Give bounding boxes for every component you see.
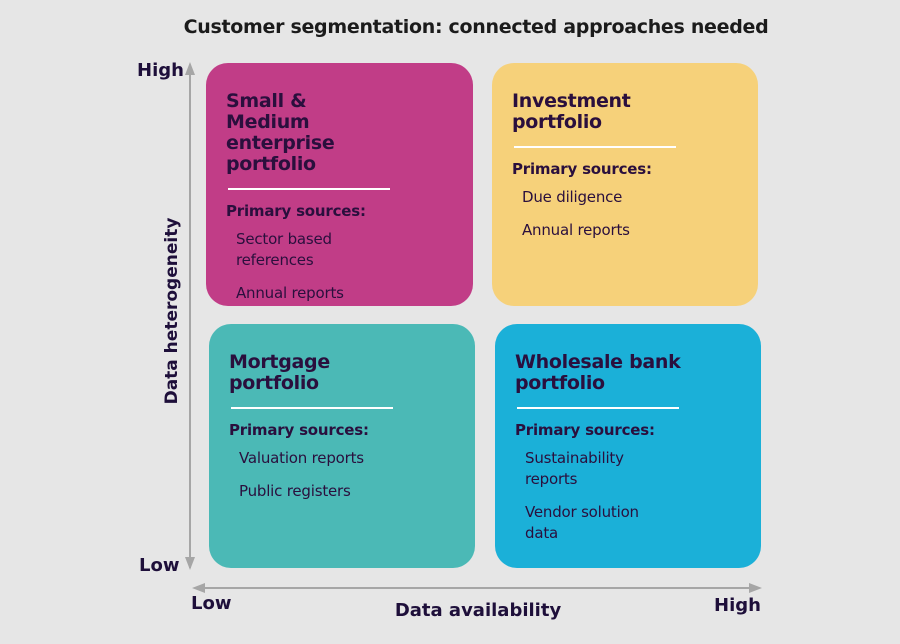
diagram-title: Customer segmentation: connected approac… <box>183 16 769 38</box>
x-axis-title: Data availability <box>394 600 562 621</box>
divider <box>231 407 393 409</box>
divider <box>517 407 679 409</box>
sources-label: Primary sources: <box>512 160 652 178</box>
x-axis-low-label: Low <box>191 593 232 614</box>
source-item: Sector based references <box>236 230 332 269</box>
x-axis-arrow-right-icon <box>749 583 762 593</box>
divider <box>514 146 676 148</box>
source-item: Public registers <box>239 482 351 500</box>
sources-list: Sustainability reports Vendor solution d… <box>515 448 741 544</box>
y-axis-arrow-down-icon <box>185 557 195 570</box>
source-item: Annual reports <box>236 284 344 302</box>
quadrant-sme-portfolio: Small & Medium enterprise portfolio Prim… <box>206 63 473 306</box>
x-axis-high-label: High <box>714 595 761 616</box>
divider <box>228 188 390 190</box>
sources-label: Primary sources: <box>226 202 366 220</box>
sources-label: Primary sources: <box>229 421 369 439</box>
quadrant-investment-portfolio: Investment portfolio Primary sources: Du… <box>492 63 758 306</box>
quadrant-wholesale-bank-portfolio: Wholesale bank portfolio Primary sources… <box>495 324 761 568</box>
quadrant-mortgage-portfolio: Mortgage portfolio Primary sources: Valu… <box>209 324 475 568</box>
sources-list: Valuation reports Public registers <box>229 448 455 502</box>
quadrant-title: Mortgage portfolio <box>229 351 330 394</box>
quadrant-title: Investment portfolio <box>512 90 631 133</box>
y-axis-high-label: High <box>137 60 184 81</box>
source-item: Valuation reports <box>239 449 364 467</box>
source-item: Sustainability reports <box>525 449 624 488</box>
source-item: Due diligence <box>522 188 623 206</box>
quadrant-title: Small & Medium enterprise portfolio <box>226 90 335 175</box>
sources-list: Sector based references Annual reports <box>226 229 453 304</box>
y-axis-low-label: Low <box>139 555 180 576</box>
y-axis-arrow-up-icon <box>185 62 195 75</box>
x-axis-arrow-left-icon <box>192 583 205 593</box>
source-item: Vendor solution data <box>525 503 639 542</box>
source-item: Annual reports <box>522 221 630 239</box>
y-axis-title: Data heterogeneity <box>162 217 182 405</box>
sources-label: Primary sources: <box>515 421 655 439</box>
sources-list: Due diligence Annual reports <box>512 187 738 241</box>
quadrant-title: Wholesale bank portfolio <box>515 351 681 394</box>
